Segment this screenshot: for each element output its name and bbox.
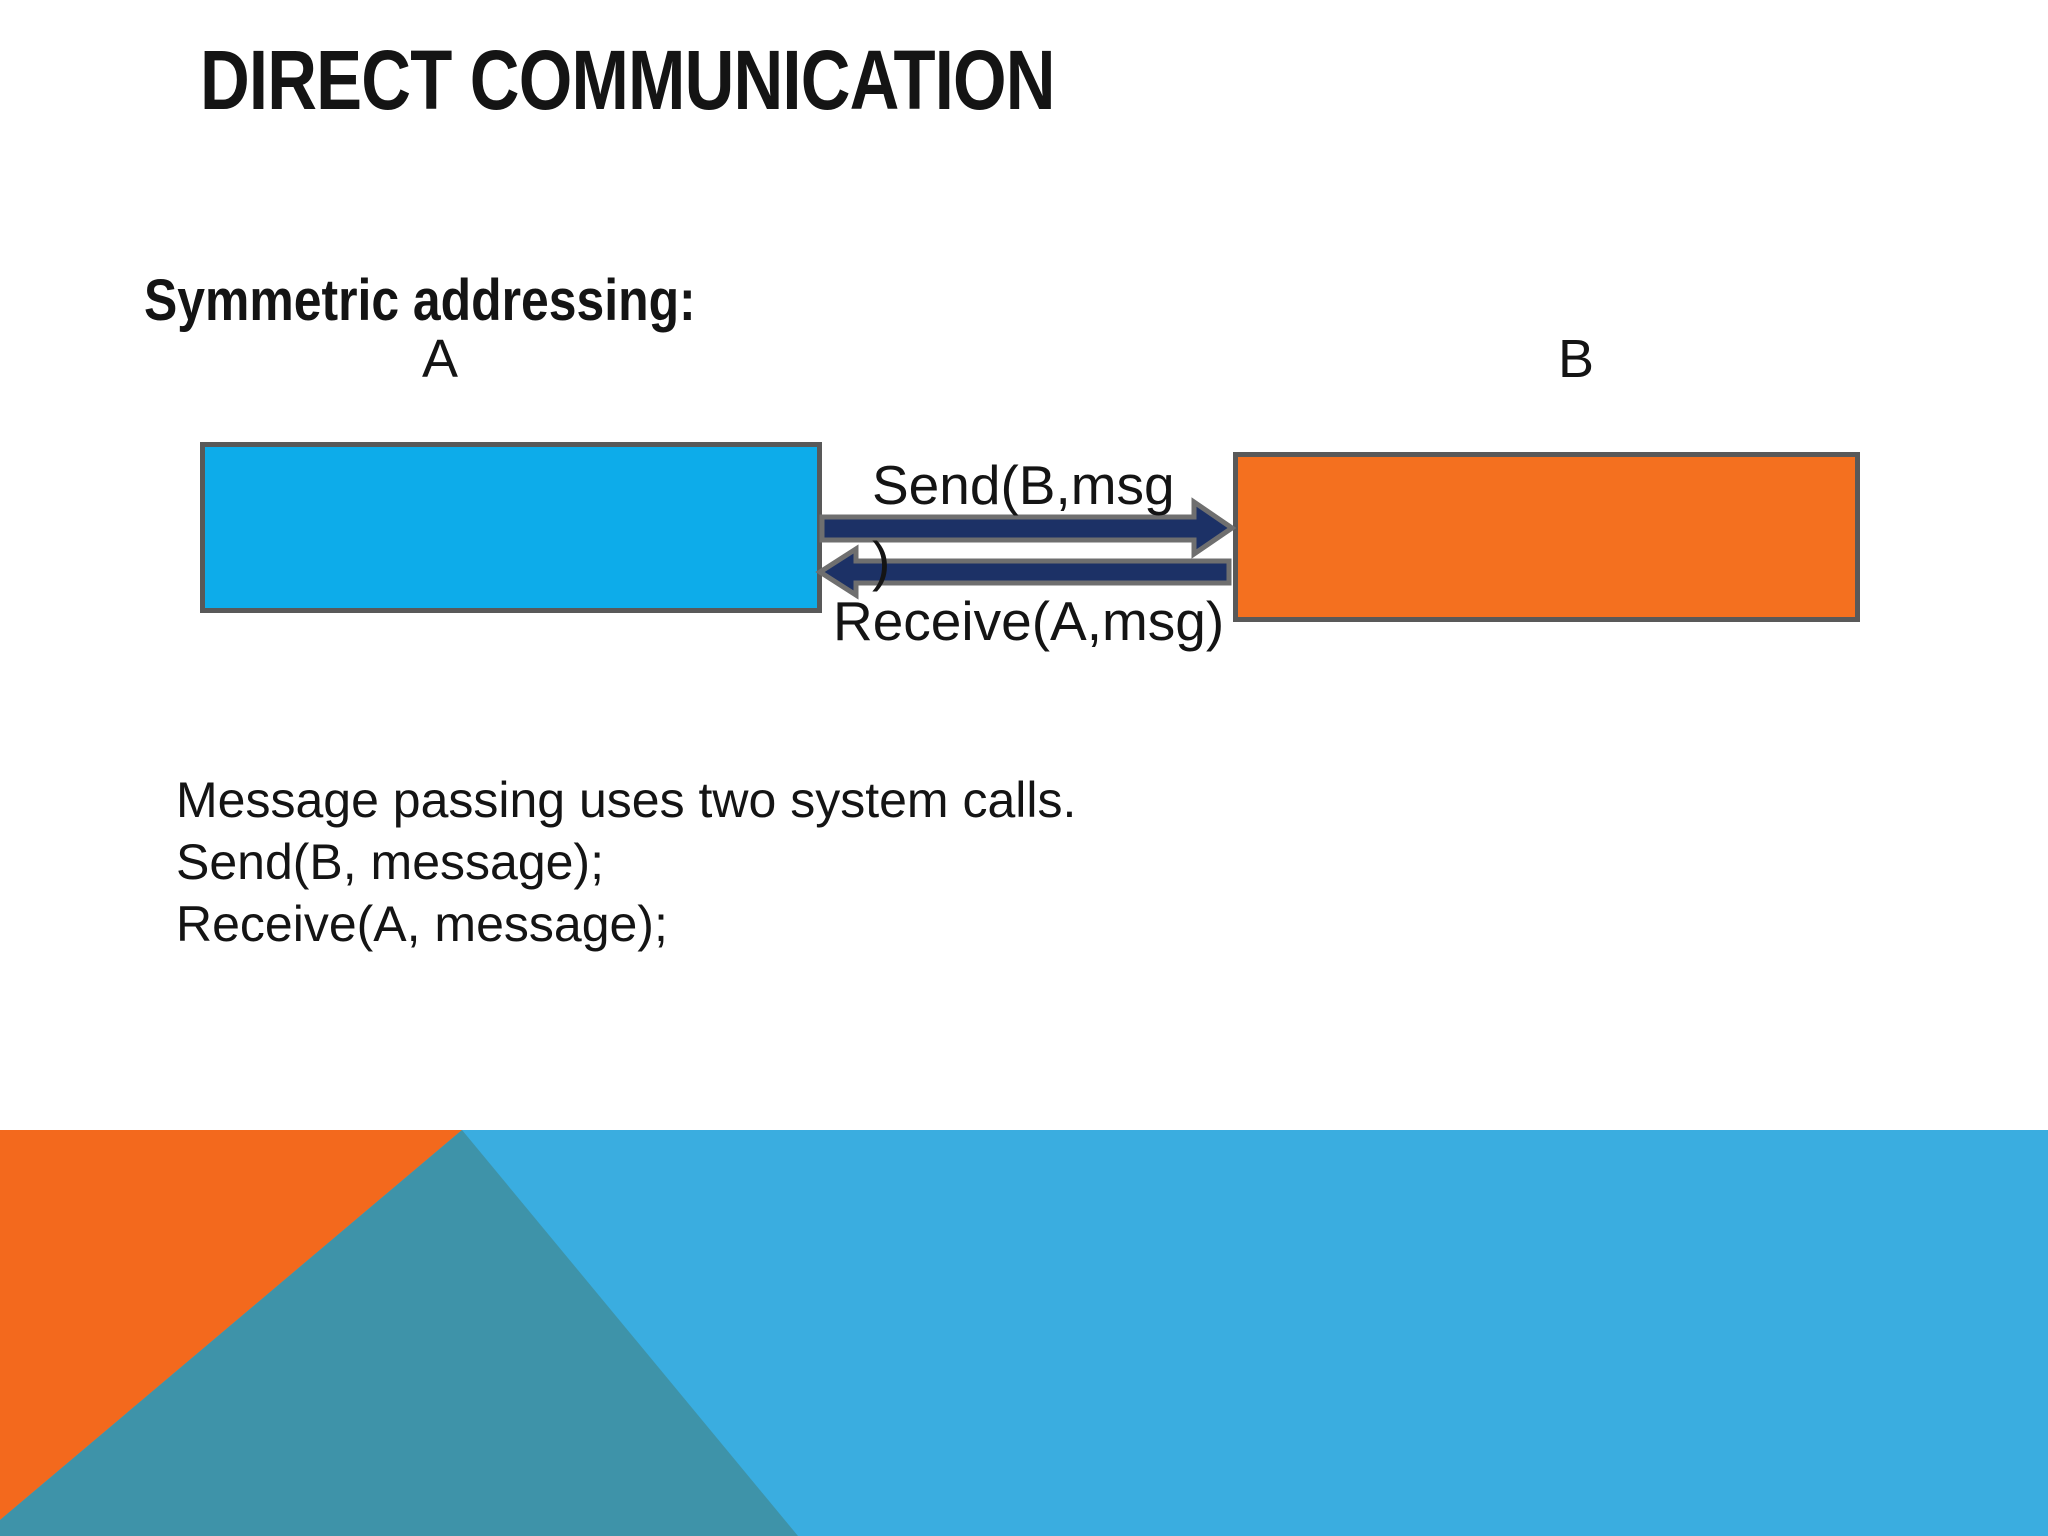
send-call-label: Send(B,msg )	[872, 447, 1175, 599]
footer-teal-triangle	[0, 1130, 798, 1536]
slide-title: DIRECT COMMUNICATION	[200, 33, 1056, 127]
send-call-label-line2: )	[872, 530, 891, 592]
process-b-label: B	[1557, 329, 1595, 389]
process-a-label: A	[421, 329, 459, 389]
process-a-box	[200, 442, 822, 613]
footer-decoration	[0, 1130, 2048, 1536]
body-line: Send(B, message);	[176, 834, 604, 890]
subtitle-symmetric-addressing: Symmetric addressing:	[144, 268, 696, 333]
body-line: Message passing uses two system calls.	[176, 772, 1077, 828]
body-text: Message passing uses two system calls. S…	[176, 769, 1076, 955]
process-b-box	[1233, 452, 1860, 622]
body-line: Receive(A, message);	[176, 896, 668, 952]
send-call-label-line1: Send(B,msg	[872, 454, 1175, 516]
receive-call-label: Receive(A,msg)	[833, 590, 1225, 652]
